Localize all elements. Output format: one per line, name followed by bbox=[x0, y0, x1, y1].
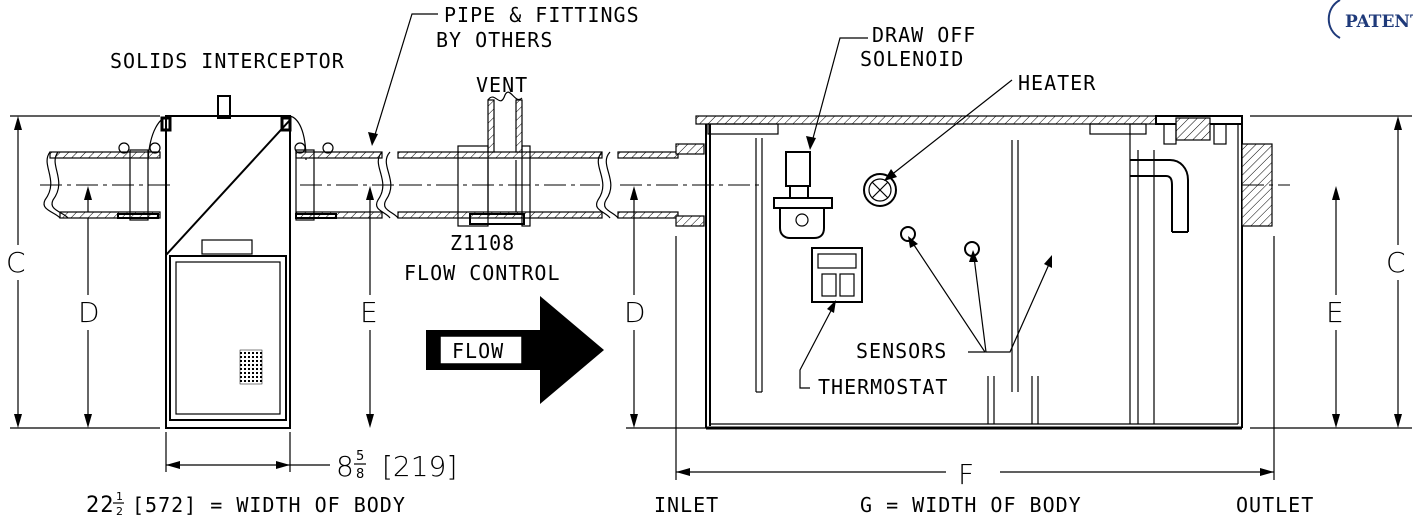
label-draw-off-2: SOLENOID bbox=[860, 47, 964, 71]
label-pipe-fittings-2: BY OTHERS bbox=[436, 28, 553, 52]
dim-body-width-den: 2 bbox=[116, 505, 123, 518]
dim-width-small-num: 5 bbox=[356, 449, 364, 464]
dim-e-right: E bbox=[1326, 296, 1344, 329]
label-vent: VENT bbox=[476, 73, 528, 97]
main-tank bbox=[695, 115, 1290, 430]
label-draw-off-1: DRAW OFF bbox=[872, 23, 976, 47]
leader-lines bbox=[368, 13, 1052, 389]
dim-width-small-whole: 8 bbox=[336, 450, 354, 483]
flow-control-vent bbox=[397, 91, 619, 227]
thermostat-icon bbox=[811, 247, 863, 303]
flow-label: FLOW bbox=[452, 339, 504, 363]
dim-c-right: C bbox=[1386, 246, 1406, 279]
dim-f: F bbox=[958, 458, 974, 491]
dim-d-left: D bbox=[78, 296, 100, 329]
label-pipe-fittings-1: PIPE & FITTINGS bbox=[444, 3, 640, 27]
label-flow-control-2: FLOW CONTROL bbox=[404, 261, 561, 285]
dim-e-left: E bbox=[360, 296, 378, 329]
dim-c-left: C bbox=[6, 246, 26, 279]
dim-body-width-rest: [572] = WIDTH OF BODY bbox=[132, 493, 406, 517]
left-pipe bbox=[40, 142, 170, 221]
label-g-width: G = WIDTH OF BODY bbox=[860, 493, 1082, 517]
solids-interceptor-body bbox=[147, 95, 307, 429]
middle-pipe-left: E bbox=[294, 142, 400, 428]
dim-body-width-num: 1 bbox=[116, 490, 123, 503]
label-outlet: OUTLET bbox=[1236, 493, 1314, 517]
flow-arrow: FLOW bbox=[426, 296, 604, 404]
patent-label: PATENT bbox=[1345, 12, 1413, 32]
sensor-1-icon bbox=[900, 226, 916, 242]
patent-badge: PATENT bbox=[1327, 0, 1413, 39]
label-flow-control-1: Z1108 bbox=[450, 231, 515, 255]
dim-d-right: D bbox=[624, 296, 646, 329]
label-heater: HEATER bbox=[1018, 71, 1096, 95]
dim-width-small: 8 5 8 [219] bbox=[336, 449, 457, 483]
dim-body-width: 22 1 2 [572] = WIDTH OF BODY bbox=[86, 490, 406, 518]
dim-body-width-whole: 22 bbox=[86, 493, 115, 518]
draw-off-solenoid bbox=[773, 151, 833, 239]
label-sensors: SENSORS bbox=[856, 339, 947, 363]
dim-width-small-metric: [219] bbox=[382, 450, 457, 483]
right-dimensions: E C bbox=[1250, 115, 1412, 429]
label-inlet: INLET bbox=[654, 493, 719, 517]
inlet-pipe: D bbox=[617, 143, 760, 429]
dim-width-small-den: 8 bbox=[356, 467, 364, 482]
label-solids-interceptor: SOLIDS INTERCEPTOR bbox=[110, 49, 345, 73]
bottom-dimensions: F bbox=[165, 236, 1275, 491]
left-dimensions: C D bbox=[6, 115, 160, 429]
heater-icon bbox=[863, 173, 897, 207]
label-thermostat: THERMOSTAT bbox=[818, 375, 948, 399]
